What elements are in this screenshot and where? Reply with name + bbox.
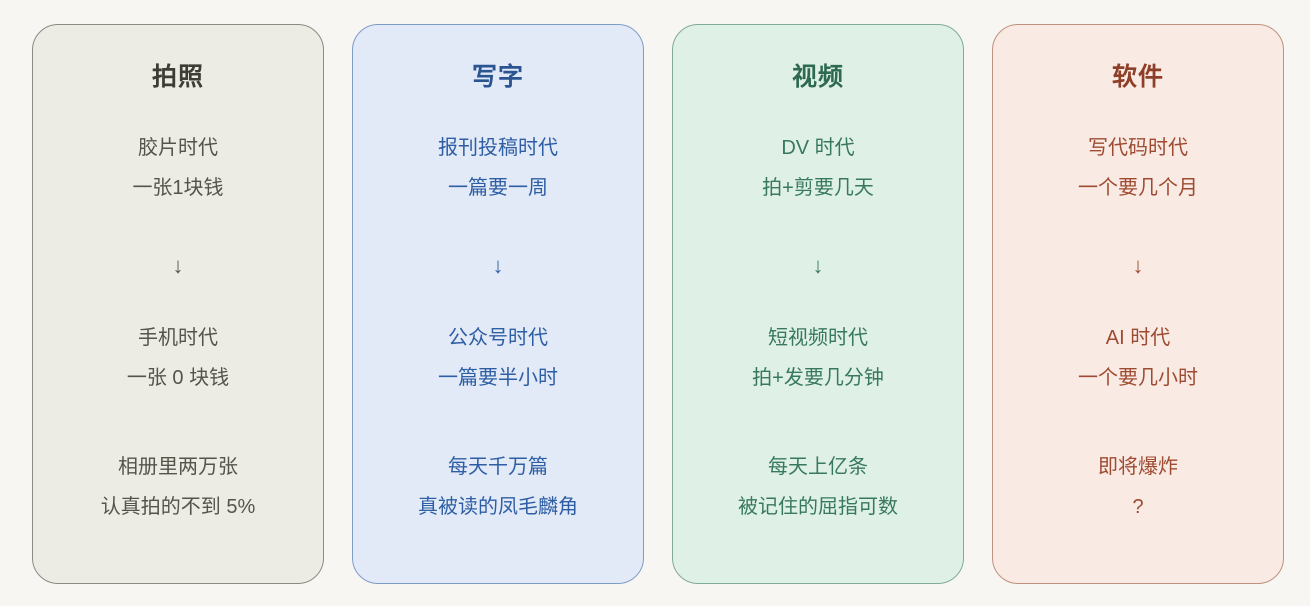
era-2-cost: 一张 0 块钱 [126, 367, 230, 389]
era-1-cost: 拍+剪要几天 [762, 177, 874, 199]
era-2: 短视频时代 拍+发要几分钟 [673, 318, 963, 398]
card-photography: 拍照 胶片时代 一张1块钱 ↓ 手机时代 一张 0 块钱 相册里两万张 认真拍的… [32, 24, 324, 584]
outcome: 即将爆炸 ? [993, 447, 1283, 527]
era-1-cost: 一篇要一周 [448, 177, 548, 199]
era-2: AI 时代 一个要几小时 [993, 318, 1283, 398]
era-1-cost: 一张1块钱 [132, 177, 224, 199]
arrow-down-icon: ↓ [492, 253, 504, 278]
era-2: 公众号时代 一篇要半小时 [353, 318, 643, 398]
outcome-line-2: ? [1132, 496, 1144, 518]
outcome-line-1: 每天千万篇 [448, 456, 548, 478]
arrow-down-icon: ↓ [172, 253, 184, 278]
card-title: 写字 [471, 63, 524, 91]
arrow-down-icon: ↓ [1132, 253, 1144, 278]
era-1-name: 胶片时代 [138, 137, 218, 159]
outcome-line-1: 每天上亿条 [768, 456, 868, 478]
outcome: 相册里两万张 认真拍的不到 5% [33, 447, 323, 527]
card-title: 视频 [791, 63, 844, 91]
outcome-line-2: 认真拍的不到 5% [100, 496, 256, 518]
era-2-name: AI 时代 [1105, 327, 1171, 349]
outcome: 每天上亿条 被记住的屈指可数 [673, 447, 963, 527]
era-1: 报刊投稿时代 一篇要一周 [353, 128, 643, 208]
era-1-name: 写代码时代 [1088, 137, 1188, 159]
card-title: 软件 [1111, 63, 1164, 91]
outcome-line-2: 被记住的屈指可数 [738, 496, 898, 518]
card-writing: 写字 报刊投稿时代 一篇要一周 ↓ 公众号时代 一篇要半小时 每天千万篇 真被读… [352, 24, 644, 584]
era-2-name: 短视频时代 [768, 327, 868, 349]
era-2-cost: 拍+发要几分钟 [752, 367, 884, 389]
card-title: 拍照 [151, 63, 204, 91]
card-software: 软件 写代码时代 一个要几个月 ↓ AI 时代 一个要几小时 即将爆炸 ? [992, 24, 1284, 584]
outcome-line-2: 真被读的凤毛麟角 [418, 496, 578, 518]
arrow-down-icon: ↓ [812, 253, 824, 278]
card-video: 视频 DV 时代 拍+剪要几天 ↓ 短视频时代 拍+发要几分钟 每天上亿条 被记… [672, 24, 964, 584]
era-1-cost: 一个要几个月 [1078, 177, 1198, 199]
era-1: DV 时代 拍+剪要几天 [673, 128, 963, 208]
outcome-line-1: 即将爆炸 [1098, 456, 1178, 478]
era-2-name: 公众号时代 [448, 327, 548, 349]
outcome-line-1: 相册里两万张 [118, 456, 238, 478]
era-2-cost: 一个要几小时 [1078, 367, 1198, 389]
era-1-name: 报刊投稿时代 [438, 137, 558, 159]
era-2: 手机时代 一张 0 块钱 [33, 318, 323, 398]
outcome: 每天千万篇 真被读的凤毛麟角 [353, 447, 643, 527]
era-2-cost: 一篇要半小时 [438, 367, 558, 389]
era-1: 胶片时代 一张1块钱 [33, 128, 323, 208]
era-2-name: 手机时代 [138, 327, 218, 349]
era-1: 写代码时代 一个要几个月 [993, 128, 1283, 208]
era-1-name: DV 时代 [781, 137, 855, 159]
